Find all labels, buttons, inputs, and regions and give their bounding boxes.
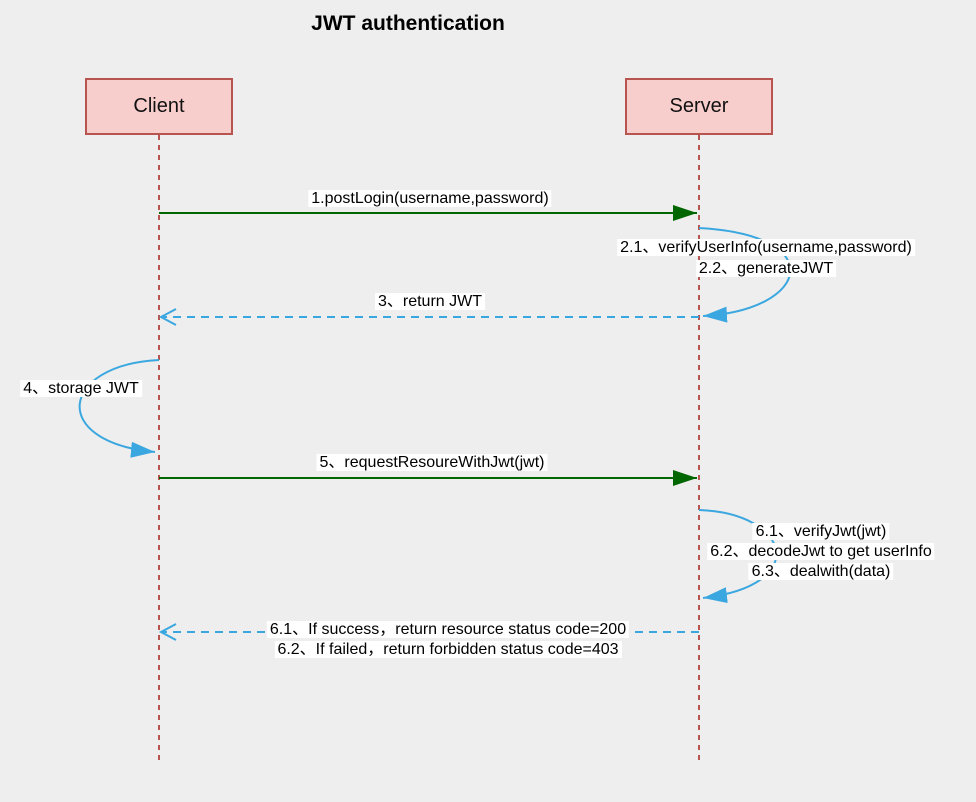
message-7-arrowhead-icon (158, 623, 177, 641)
actor-client: Client (85, 78, 233, 135)
actor-server-label: Server (669, 95, 729, 117)
diagram-title: JWT authentication (311, 12, 505, 35)
message-1-label: 1.postLogin(username,password) (308, 189, 552, 209)
actor-server: Server (625, 78, 773, 135)
message-5-label: 5、requestResoureWithJwt(jwt) (316, 453, 548, 473)
message-2-label: 2.1、verifyUserInfo(username,password) 2.… (617, 237, 915, 279)
message-6-label: 6.1、verifyJwt(jwt) 6.2、decodeJwt to get … (707, 522, 935, 582)
message-7-label: 6.1、If success，return resource status co… (266, 620, 630, 660)
message-3-label: 3、return JWT (374, 292, 486, 312)
message-4-self-loop (78, 359, 160, 458)
message-3-arrowhead-icon (158, 308, 177, 326)
actor-client-label: Client (133, 95, 185, 117)
message-4-label: 4、storage JWT (20, 379, 142, 399)
